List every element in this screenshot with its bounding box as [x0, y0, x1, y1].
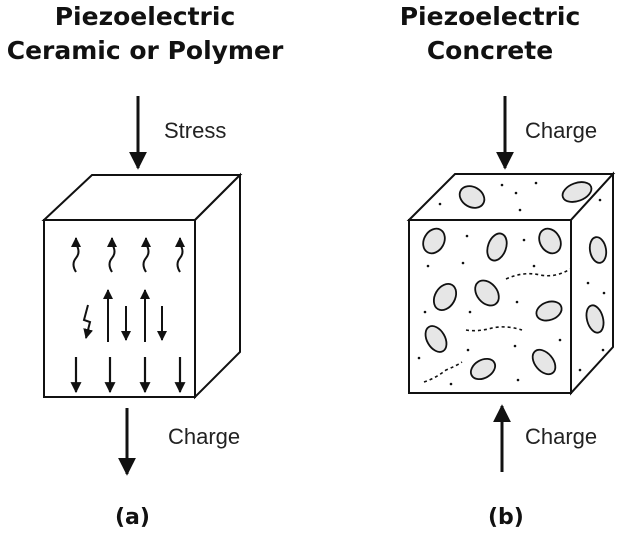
down-arrow-icons — [70, 357, 186, 394]
dipole-arrow-icons — [82, 289, 167, 342]
fiber-lines — [423, 268, 571, 383]
panel-a-title-line2: Ceramic or Polymer — [6, 36, 284, 65]
stress-label: Stress — [164, 118, 227, 143]
cube-a-front-face — [43, 219, 196, 398]
concrete-dots — [417, 181, 606, 386]
aggregate-particle-icons — [422, 181, 608, 381]
panel-b-title-line1: Piezoelectric — [399, 2, 581, 31]
charge-top-label: Charge — [525, 118, 598, 143]
panel-b-title-line2: Concrete — [426, 36, 554, 65]
charge-bottom-label: Charge — [525, 424, 598, 449]
ceramic-cube — [41, 172, 243, 400]
panel-a-title-line1: Piezoelectric — [54, 2, 236, 31]
wavy-arrow-icons — [71, 237, 185, 273]
caption-b: (b) — [488, 505, 524, 530]
caption-a: (a) — [115, 505, 150, 530]
panel-b-title: Piezoelectric Concrete — [345, 0, 635, 68]
charge-output-label: Charge — [168, 424, 241, 449]
concrete-cube — [406, 171, 616, 396]
panel-a-title: Piezoelectric Ceramic or Polymer — [0, 0, 290, 68]
